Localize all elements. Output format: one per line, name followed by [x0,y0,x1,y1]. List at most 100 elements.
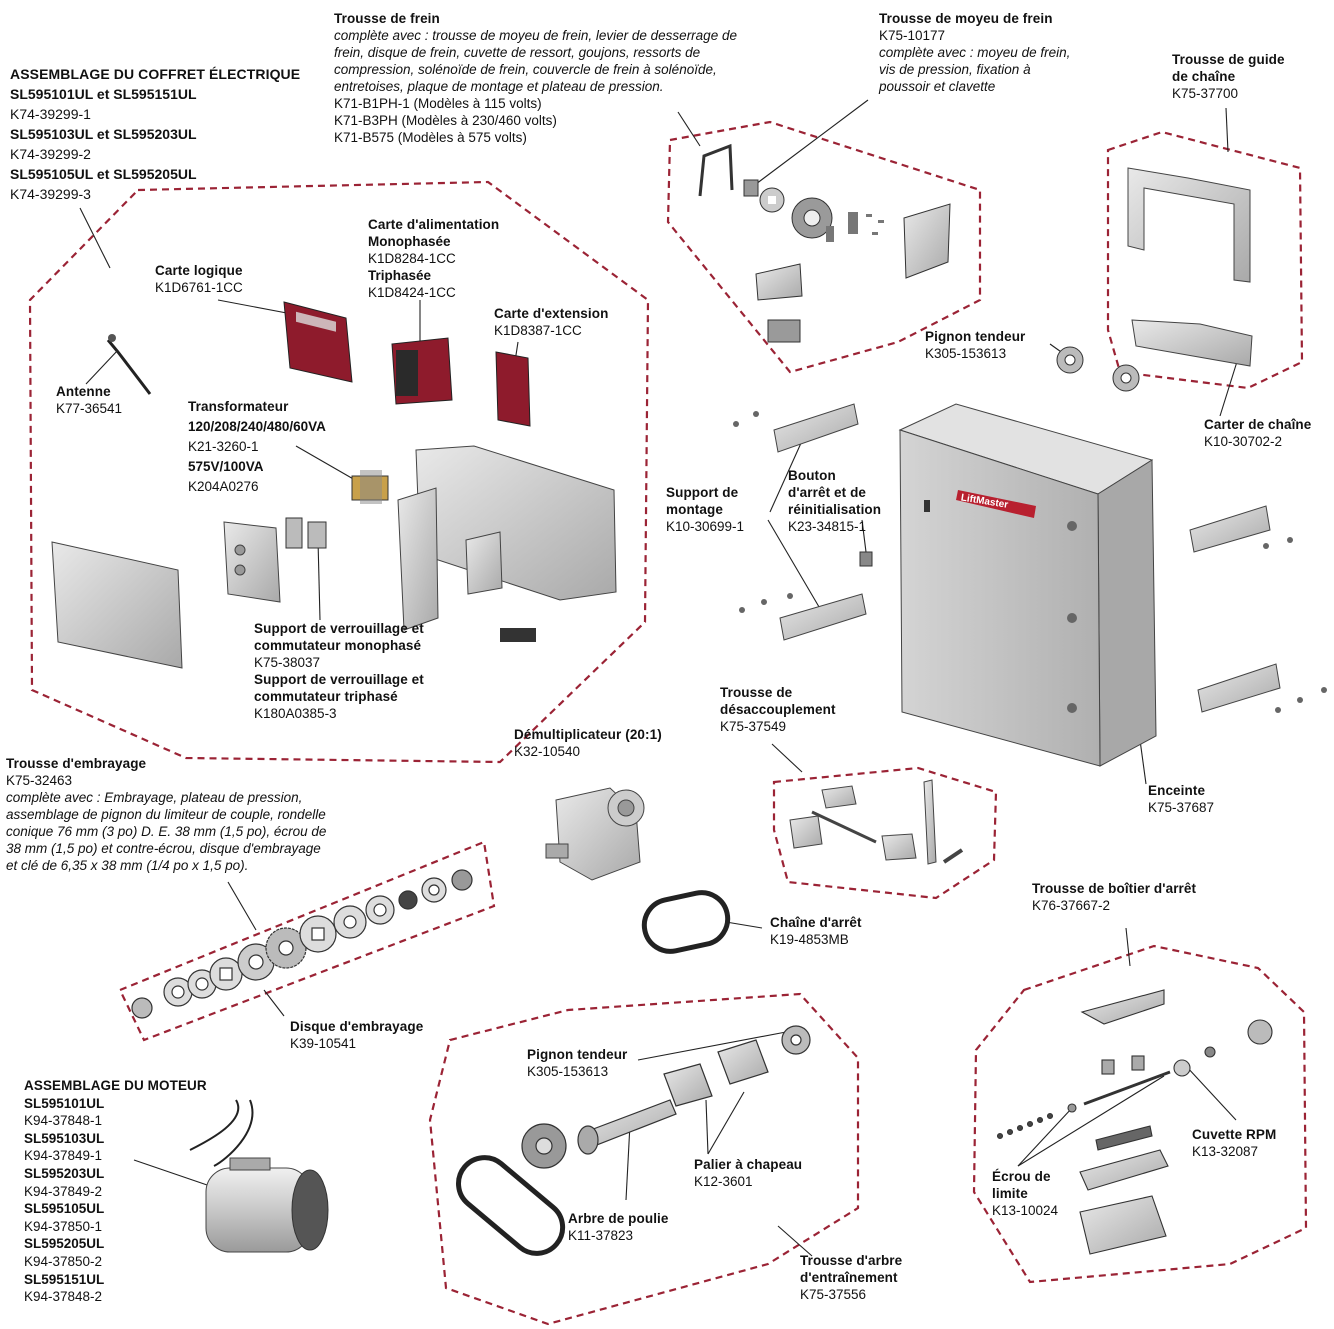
motor-model-4: SL595105UL [24,1201,105,1217]
chain-guide-part [1127,167,1251,283]
power-board-three-code: K1D8424-1CC [368,285,456,300]
expansion-board-title: Carte d'extension [494,306,609,321]
drive-shaft-outline [428,992,860,1326]
brake-hub-kit-desc-2: vis de pression, fixation à [879,62,1031,77]
transformer-code-2: K204A0276 [188,479,259,494]
drive-shaft-parts [456,1025,811,1256]
electrical-box-label: ASSEMBLAGE DU COFFRET ÉLECTRIQUE SL59510… [10,64,300,204]
chain-housing-code: K10-30702-2 [1204,434,1283,449]
power-board-part [391,337,453,405]
electrical-box-code-2: K74-39299-2 [10,146,91,162]
mounting-bracket-label: Support de montage K10-30699-1 [666,484,744,535]
electrical-box-title: ASSEMBLAGE DU COFFRET ÉLECTRIQUE [10,66,301,82]
electrical-box-code-1: K74-39299-1 [10,106,91,122]
brake-mount-plate-part [903,203,951,279]
stop-reset-title-3: réinitialisation [788,502,882,517]
drive-shaft-kit-label: Trousse d'arbre d'entraînement K75-37556 [800,1252,902,1303]
drive-shaft-kit-code: K75-37556 [800,1287,867,1302]
solenoid-cover-part [755,263,803,301]
motor-code-5: K94-37850-2 [24,1253,103,1269]
brake-hub-kit-desc-3: poussoir et clavette [879,79,996,94]
brake-kit-outline [666,120,982,374]
clutch-kit-parts [131,869,473,1019]
mounting-bracket-code: K10-30699-1 [666,519,745,534]
stop-reset-title-2: d'arrêt et de [788,485,867,500]
interlock-code-2: K180A0385-3 [254,706,337,721]
brake-disc-part [759,187,785,213]
brake-hub-part [743,179,759,197]
motor-code-2: K94-37849-1 [24,1148,103,1164]
limit-nut-label: Écrou de limite K13-10024 [992,1168,1058,1219]
limit-chain-part [641,890,731,954]
motor-code-3: K94-37849-2 [24,1183,103,1199]
rpm-cup-title: Cuvette RPM [1192,1127,1277,1142]
expansion-board-code: K1D8387-1CC [494,323,582,338]
transformer-code-1: K21-3260-1 [188,439,259,454]
enclosure-part: LiftMaster [898,403,1157,767]
reducer-code: K32-10540 [514,744,581,759]
rpm-cup-label: Cuvette RPM K13-32087 [1192,1126,1276,1160]
limit-nut-code: K13-10024 [992,1203,1059,1218]
limit-chain-label: Chaîne d'arrêt K19-4853MB [770,914,862,948]
brake-kit-code-2: K71-B3PH (Modèles à 230/460 volts) [334,113,557,128]
transformer-v2: 575V/100VA [188,459,264,474]
brake-hub-kit-desc-1: complète avec : moyeu de frein, [879,45,1071,60]
clutch-kit-desc-1: complète avec : Embrayage, plateau de pr… [6,790,303,805]
transformer-v1: 120/208/240/480/60VA [188,419,326,434]
clutch-kit-outline [118,840,496,1042]
limit-box-outline [972,944,1308,1284]
brake-kit-code-3: K71-B575 (Modèles à 575 volts) [334,130,527,145]
bracket-screws-part [733,411,1327,713]
disconnect-kit-outline [772,766,998,900]
motor-model-6: SL595151UL [24,1271,105,1287]
limit-box-kit-label: Trousse de boîtier d'arrêt K76-37667-2 [1032,880,1196,914]
limit-chain-code: K19-4853MB [770,932,849,947]
chassis-part [397,445,617,631]
logic-board-label: Carte logique K1D6761-1CC [155,262,243,296]
reducer-part [545,787,645,881]
electrical-box-model-2: SL595103UL et SL595203UL [10,126,197,142]
electrical-box-outline [28,180,650,764]
antenna-part [106,334,152,395]
drive-shaft-kit-title-2: d'entraînement [800,1270,898,1285]
mounting-bracket-title-2: montage [666,502,723,517]
limit-nut-title-1: Écrou de [992,1169,1051,1184]
logic-board-code: K1D6761-1CC [155,280,243,295]
power-board-label: Carte d'alimentation Monophasée K1D8284-… [368,216,499,301]
antenna-title: Antenne [56,384,111,399]
idler-sprocket-top-part [1056,346,1140,392]
clutch-kit-desc-4: 38 mm (1,5 po) et contre-écrou, disque d… [6,841,321,856]
brake-hub-kit-code: K75-10177 [879,28,946,43]
disconnect-kit-title-2: désaccouplement [720,702,836,717]
mounting-bracket-part [773,403,1281,713]
pulley-shaft-label: Arbre de poulie K11-37823 [568,1210,669,1244]
leader-lines [79,99,1241,1257]
drive-shaft-kit-title-1: Trousse d'arbre [800,1253,903,1268]
spring-cup-part [791,197,833,239]
pillow-block-code: K12-3601 [694,1174,753,1189]
clutch-kit-title: Trousse d'embrayage [6,756,147,771]
limit-box-parts [996,989,1273,1255]
mounting-bracket-title-1: Support de [666,485,739,500]
clutch-kit-code: K75-32463 [6,773,73,788]
transformer-part [351,470,389,504]
stop-reset-label: Bouton d'arrêt et de réinitialisation K2… [788,467,881,535]
group-outlines [28,120,1308,1326]
stop-reset-button-part [859,551,873,567]
disconnect-kit-label: Trousse de désaccouplement K75-37549 [720,684,836,735]
chain-guide-outline [1106,130,1304,390]
interlock-code-1: K75-38037 [254,655,321,670]
disconnect-kit-code: K75-37549 [720,719,787,734]
plate-part [223,521,281,603]
chain-guide-kit-title-1: Trousse de guide [1172,52,1285,67]
brake-hub-kit-label: Trousse de moyeu de frein K75-10177 comp… [879,10,1070,95]
reducer-label: Démultiplicateur (20:1) K32-10540 [514,726,662,760]
electrical-box-model-1: SL595101UL et SL595151UL [10,86,197,102]
antenna-code: K77-36541 [56,401,123,416]
chain-housing-part [1131,319,1253,367]
power-board-single: Monophasée [368,234,451,249]
motor-label: ASSEMBLAGE DU MOTEUR SL595101UL K94-3784… [24,1077,207,1306]
clutch-disc-label: Disque d'embrayage K39-10541 [290,1018,423,1052]
transformer-label: Transformateur 120/208/240/480/60VA K21-… [188,397,326,497]
